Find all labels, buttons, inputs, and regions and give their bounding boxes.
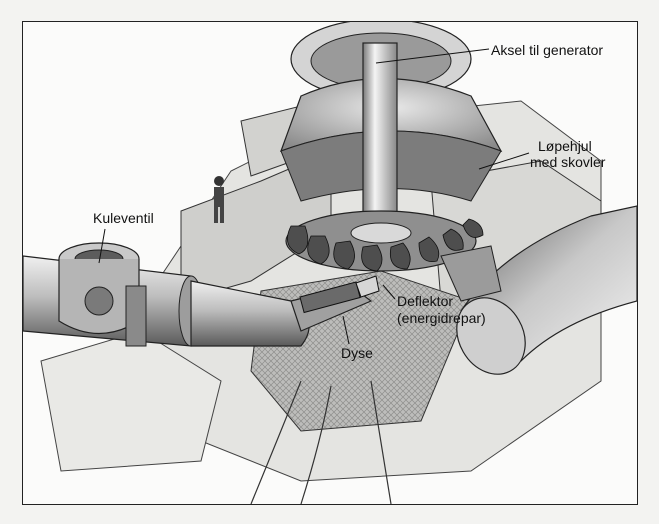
leader-lines xyxy=(98,48,530,345)
label-runner-line2: med skovler xyxy=(530,154,606,170)
pelton-turbine-illustration: Aksel til generator Løpehjul med skovler… xyxy=(23,22,637,504)
label-deflector-line1: Deflektor xyxy=(397,293,453,309)
inlet-pipe-right xyxy=(440,205,637,375)
label-ball-valve: Kuleventil xyxy=(93,210,154,226)
label-deflector-line2: (energidrepar) xyxy=(397,310,486,326)
label-runner-line1: Løpehjul xyxy=(538,138,592,154)
operator-figure xyxy=(214,176,224,223)
tailrace-pipes xyxy=(250,380,392,504)
diagram-frame: Aksel til generator Løpehjul med skovler… xyxy=(22,21,638,505)
label-nozzle: Dyse xyxy=(341,345,373,361)
label-shaft: Aksel til generator xyxy=(491,42,603,58)
runner-wheel xyxy=(285,210,484,272)
nozzle-assembly xyxy=(290,275,380,332)
ball-valve xyxy=(58,242,147,347)
